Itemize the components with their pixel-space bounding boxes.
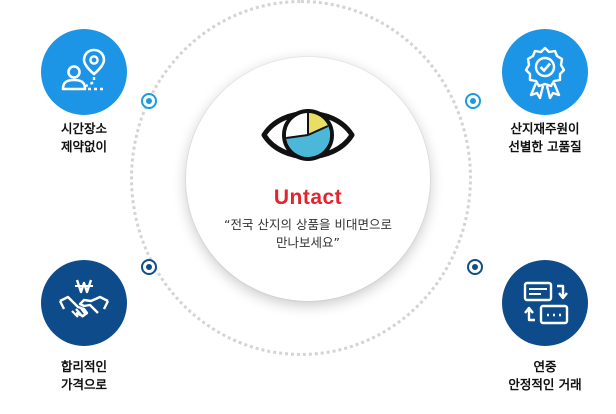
feature-label-quality: 산지재주원이 선별한 고품질 xyxy=(475,120,615,156)
exchange-cards-icon xyxy=(502,260,588,346)
feature-label-line-1: 시간장소 xyxy=(60,121,107,136)
feature-label-line-1: 산지재주원이 xyxy=(510,121,580,136)
handshake-won-icon xyxy=(41,260,127,346)
center-description: “전국 산지의 상품을 비대면으로 만나보세요” xyxy=(186,216,430,252)
dotted-orbit-ring xyxy=(130,0,472,356)
orbit-node-bottom-left xyxy=(141,259,157,275)
feature-label-line-2: 가격으로 xyxy=(60,377,107,392)
location-person-icon xyxy=(41,29,127,115)
feature-label-line-2: 선별한 고품질 xyxy=(508,139,582,154)
feature-label-time-place: 시간장소 제약없이 xyxy=(14,120,154,156)
center-title: Untact xyxy=(273,186,343,209)
description-line-1: “전국 산지의 상품을 비대면으로 xyxy=(224,217,392,232)
orbit-node-top-left xyxy=(141,93,157,109)
orbit-node-bottom-right xyxy=(467,259,483,275)
feature-label-line-1: 연중 xyxy=(533,359,557,374)
feature-label-stable-trade: 연중 안정적인 거래 xyxy=(475,358,615,394)
quality-badge-icon xyxy=(502,29,588,115)
feature-label-line-2: 제약없이 xyxy=(60,139,107,154)
description-line-2: 만나보세요” xyxy=(276,235,340,250)
eye-pie-icon xyxy=(261,109,355,161)
feature-label-line-1: 합리적인 xyxy=(60,359,107,374)
feature-label-price: 합리적인 가격으로 xyxy=(14,358,154,394)
center-circle xyxy=(186,57,430,301)
orbit-node-top-right xyxy=(465,93,481,109)
feature-label-line-2: 안정적인 거래 xyxy=(508,377,582,392)
